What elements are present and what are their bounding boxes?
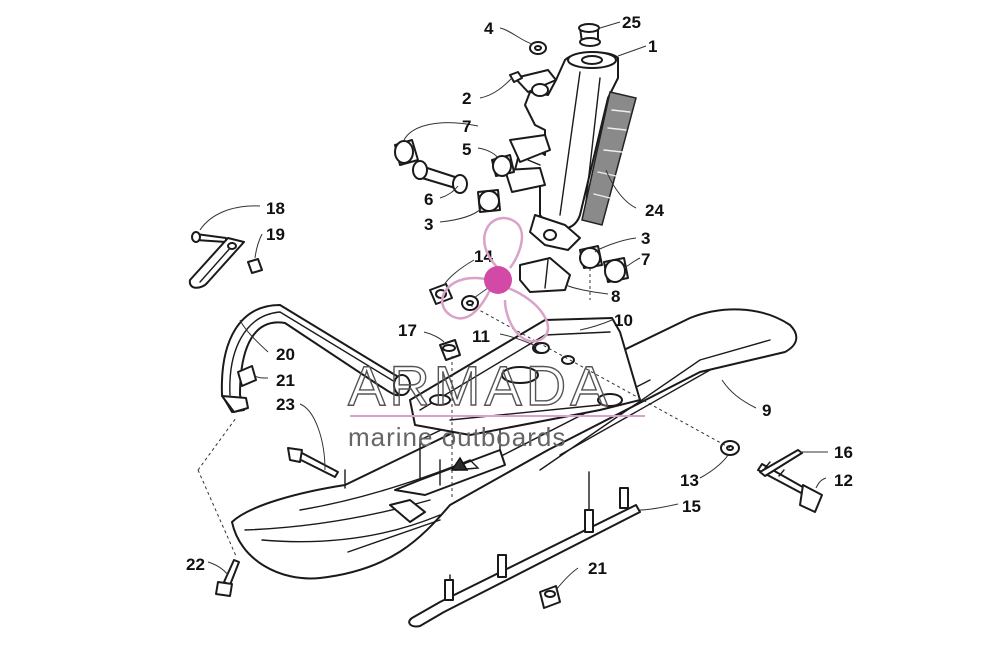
callout-3-right: 3 bbox=[641, 229, 650, 248]
callout-11: 11 bbox=[472, 327, 490, 346]
bolt-23 bbox=[287, 447, 339, 478]
watermark-logo: ARMADA marine outboards bbox=[347, 216, 645, 452]
nut-21-lower bbox=[539, 585, 561, 609]
direction-arrow-icon bbox=[450, 456, 469, 471]
callout-21-lower: 21 bbox=[588, 559, 607, 578]
callout-3-upper: 3 bbox=[424, 215, 433, 234]
callout-16: 15 bbox=[682, 497, 701, 516]
callout-24: 24 bbox=[645, 201, 664, 220]
bushing-5 bbox=[491, 154, 515, 177]
callout-17: 17 bbox=[398, 321, 417, 340]
ski-loop bbox=[220, 304, 411, 413]
callout-22: 22 bbox=[186, 555, 205, 574]
nut-21-upper bbox=[237, 365, 257, 387]
bushing-left bbox=[394, 139, 419, 166]
callout-14: 14 bbox=[474, 247, 493, 266]
bushing-right bbox=[603, 257, 629, 283]
callout-25: 25 bbox=[622, 13, 641, 32]
callout-7-left: 7 bbox=[462, 117, 471, 136]
bolt-22 bbox=[215, 559, 240, 597]
callout-2: 2 bbox=[462, 89, 471, 108]
callout-15: 16 bbox=[834, 443, 853, 462]
watermark-brand: ARMADA bbox=[348, 354, 612, 417]
bolt-18 bbox=[191, 231, 227, 243]
callout-20: 20 bbox=[276, 345, 295, 364]
callout-21-upper: 21 bbox=[276, 371, 295, 390]
cotter-pin bbox=[759, 449, 803, 477]
callout-9: 9 bbox=[762, 401, 771, 420]
spindle bbox=[504, 51, 619, 251]
loop-bracket bbox=[188, 237, 245, 289]
callout-10: 10 bbox=[614, 311, 633, 330]
watermark-tagline: marine outboards bbox=[348, 422, 566, 452]
callout-23: 23 bbox=[276, 395, 295, 414]
callout-6: 6 bbox=[424, 190, 433, 209]
callout-labels: 25 1 4 2 7 5 6 3 24 3 7 8 10 11 14 13 17… bbox=[186, 13, 853, 578]
wear-bar bbox=[408, 471, 641, 628]
nut-17 bbox=[439, 339, 461, 361]
callout-13-lower: 13 bbox=[680, 471, 699, 490]
spindle-cap bbox=[578, 23, 601, 47]
callout-5: 5 bbox=[462, 140, 471, 159]
washer-13-upper bbox=[461, 295, 479, 311]
callout-12: 12 bbox=[834, 471, 853, 490]
callout-1: 1 bbox=[648, 37, 657, 56]
propeller-logo-icon bbox=[440, 216, 550, 343]
rubber-block bbox=[519, 257, 571, 293]
callout-19: 19 bbox=[266, 225, 285, 244]
nut-19 bbox=[247, 258, 263, 274]
callout-8: 8 bbox=[611, 287, 620, 306]
spindle-decal bbox=[581, 91, 637, 226]
bushing-11 bbox=[534, 342, 550, 354]
washer-top bbox=[529, 41, 547, 55]
bushing-3-upper bbox=[477, 189, 501, 213]
spacer-tube bbox=[412, 160, 468, 194]
ski-body bbox=[231, 308, 798, 580]
callout-7-right: 7 bbox=[641, 250, 650, 269]
callout-18: 18 bbox=[266, 199, 285, 218]
callout-4: 4 bbox=[484, 19, 494, 38]
small-nut bbox=[509, 71, 523, 83]
leader-lines bbox=[199, 21, 828, 591]
